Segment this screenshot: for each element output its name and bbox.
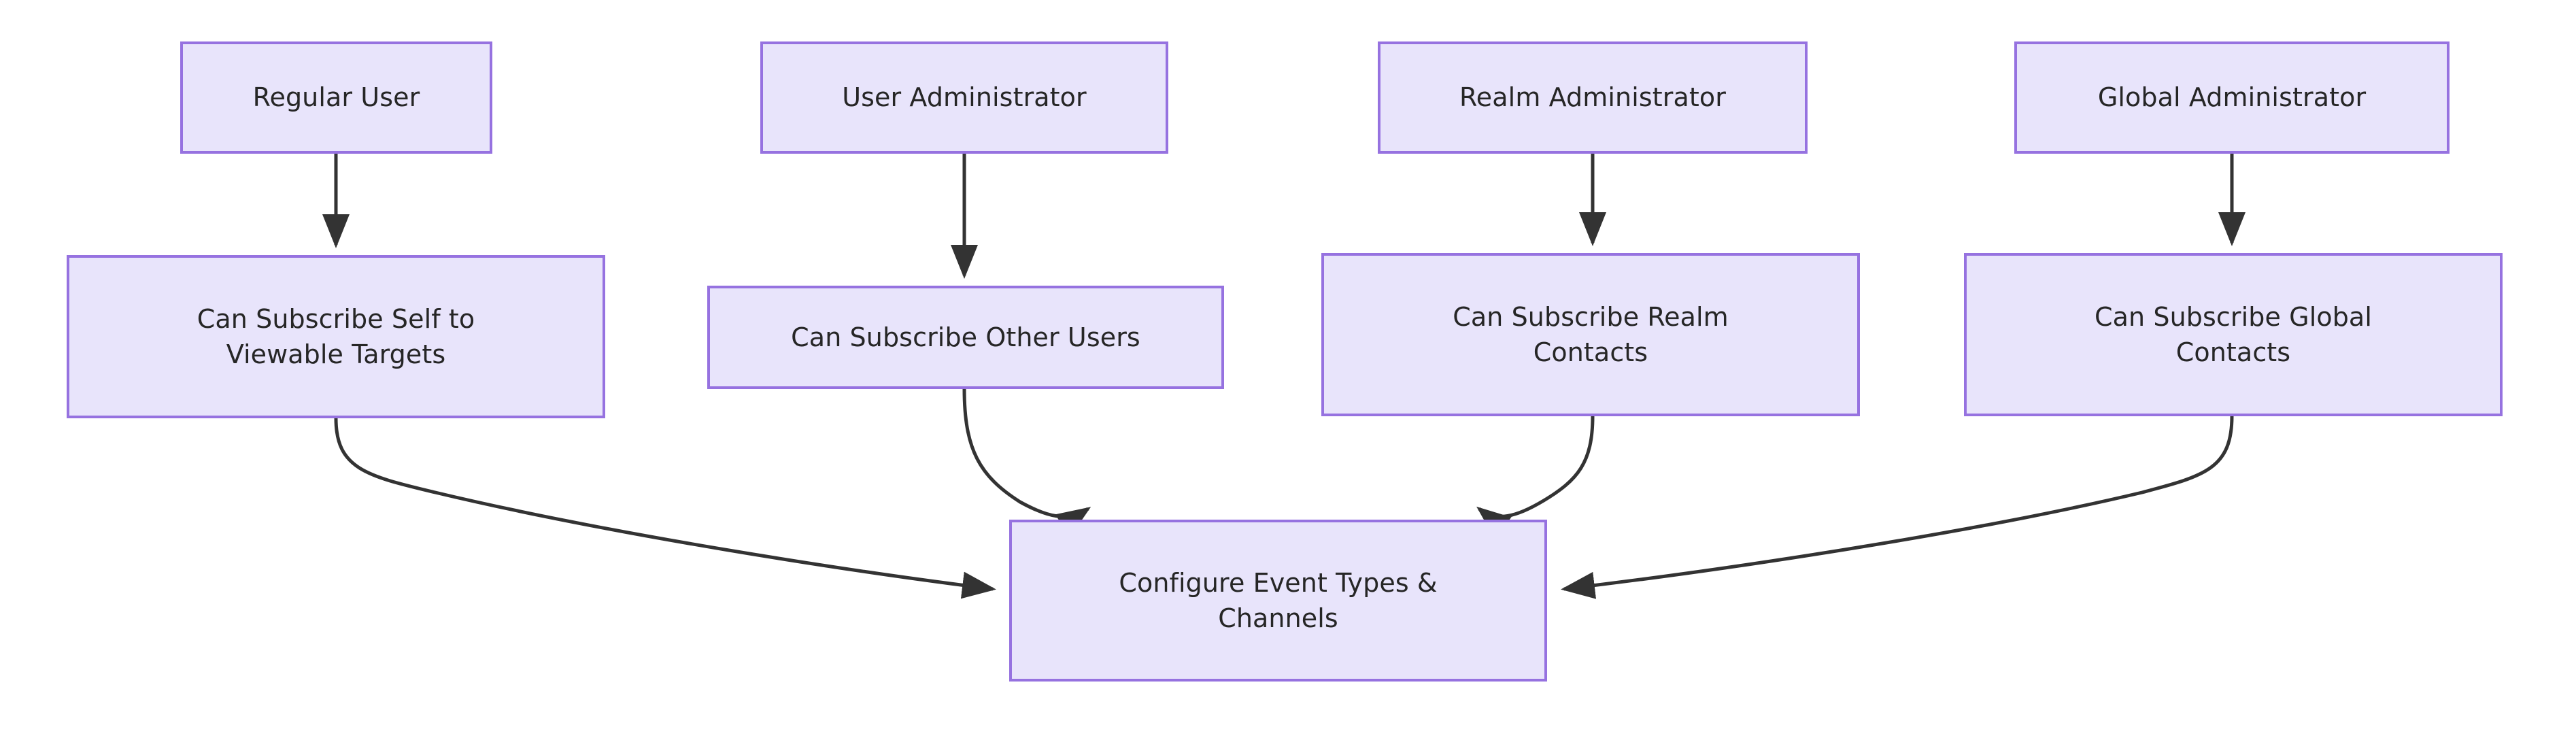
node-label: Can Subscribe Global Contacts bbox=[2095, 301, 2372, 367]
node-can-subscribe-self[interactable]: Can Subscribe Self to Viewable Targets bbox=[67, 255, 605, 418]
node-label: Can Subscribe Other Users bbox=[791, 322, 1140, 352]
node-realm-administrator[interactable]: Realm Administrator bbox=[1378, 41, 1808, 154]
node-can-subscribe-realm-contacts[interactable]: Can Subscribe Realm Contacts bbox=[1321, 253, 1860, 416]
node-label: Realm Administrator bbox=[1459, 82, 1726, 113]
node-user-administrator[interactable]: User Administrator bbox=[760, 41, 1168, 154]
edge-subscribe-self-to-configure bbox=[334, 418, 996, 599]
node-label: Global Administrator bbox=[2097, 82, 2367, 113]
edge-subscribe-realm-to-configure bbox=[1476, 416, 1595, 539]
node-label: Can Subscribe Realm Contacts bbox=[1453, 301, 1729, 367]
node-label: Can Subscribe Self to Viewable Targets bbox=[197, 303, 475, 369]
node-label: User Administrator bbox=[842, 82, 1087, 113]
node-configure-event-types-channels[interactable]: Configure Event Types & Channels bbox=[1009, 520, 1547, 682]
node-can-subscribe-global-contacts[interactable]: Can Subscribe Global Contacts bbox=[1964, 253, 2503, 416]
edge-subscribe-other-to-configure bbox=[962, 388, 1091, 537]
node-label: Configure Event Types & Channels bbox=[1119, 567, 1438, 633]
edge-subscribe-global-to-configure bbox=[1561, 416, 2234, 599]
node-can-subscribe-other-users[interactable]: Can Subscribe Other Users bbox=[707, 286, 1224, 389]
node-regular-user[interactable]: Regular User bbox=[180, 41, 492, 154]
node-global-administrator[interactable]: Global Administrator bbox=[2014, 41, 2450, 154]
node-label: Regular User bbox=[252, 82, 420, 113]
